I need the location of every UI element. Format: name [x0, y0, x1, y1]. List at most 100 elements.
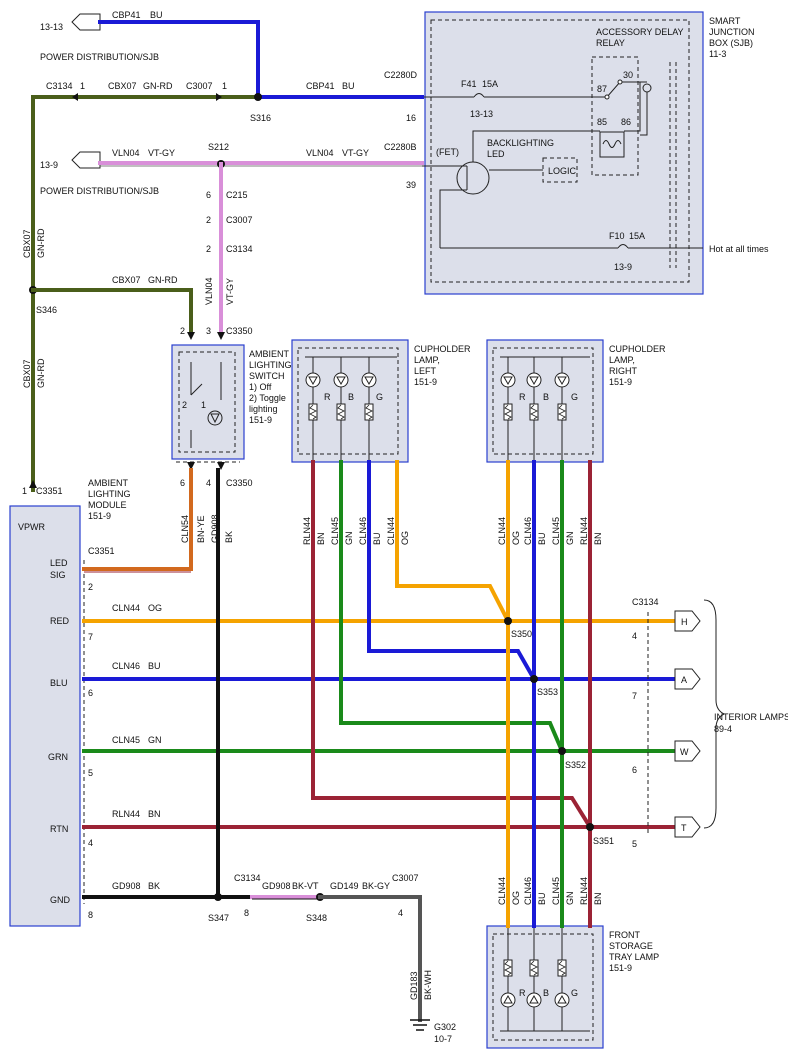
- cup-left-title-2: LAMP,: [414, 355, 440, 365]
- wire-label-cln44-v: CLN44: [497, 877, 507, 905]
- relay-pin-30: 30: [623, 70, 633, 80]
- switch-pos-1: 1: [201, 400, 206, 410]
- wire-color-bk-v: BK: [224, 531, 234, 543]
- power-connector-icon: [71, 151, 101, 169]
- splice-s347-label: S347: [208, 913, 229, 923]
- wire-label-gd908: GD908: [262, 881, 291, 891]
- fuse-f10: F10: [609, 231, 625, 241]
- module-title-3: MODULE: [88, 500, 127, 510]
- cup-left-r: R: [324, 392, 331, 402]
- wire-cln44-left: [395, 460, 511, 624]
- wire-color-gn-v: GN: [565, 892, 575, 906]
- cupholder-left: [291, 339, 409, 463]
- cup-right-title-2: LAMP,: [609, 355, 635, 365]
- pin-2: 2: [180, 326, 185, 336]
- module-title-2: LIGHTING: [88, 489, 131, 499]
- pin-blu: BLU: [50, 678, 68, 688]
- connector-c3134: C3134: [632, 597, 659, 607]
- connector-a: [674, 668, 701, 690]
- pin-6: 6: [632, 765, 637, 775]
- cup-left-g: G: [376, 392, 383, 402]
- cup-right-title: CUPHOLDER: [609, 344, 666, 354]
- pin-3: 3: [206, 326, 211, 336]
- wire-label-cln44-v: CLN44: [386, 517, 396, 545]
- sjb-ref: 11-3: [709, 49, 726, 59]
- pin-grn: GRN: [48, 752, 68, 762]
- pin-6: 6: [206, 190, 211, 200]
- wire-color-bn-v: BN: [316, 532, 326, 545]
- pin-1: 1: [22, 486, 27, 496]
- wire-label-cln46-v: CLN46: [523, 517, 533, 545]
- module-ref: 151-9: [88, 511, 111, 521]
- wire-color-bn-v: BN: [593, 532, 603, 545]
- wire-color-bk: BK: [148, 881, 160, 891]
- pin-4: 4: [206, 478, 211, 488]
- splice-s212-label: S212: [208, 142, 229, 152]
- cupholder-right: [486, 339, 604, 463]
- wire-cln45-left: [339, 460, 565, 754]
- pin-gnd: GND: [50, 895, 71, 905]
- cup-left-ref: 151-9: [414, 377, 437, 387]
- sjb-title: SMART: [709, 16, 741, 26]
- cup-right-r: R: [519, 392, 526, 402]
- connector-c3350: C3350: [226, 478, 253, 488]
- relay-label-2: RELAY: [596, 38, 625, 48]
- backlight-label-2: LED: [487, 149, 505, 159]
- pin-5: 5: [88, 768, 93, 778]
- cup-right-b: B: [543, 392, 549, 402]
- switch-opt-off: 1) Off: [249, 382, 272, 392]
- switch-opt-toggle: 2) Toggle: [249, 393, 286, 403]
- connector-c3351: C3351: [88, 546, 115, 556]
- cup-right-ref: 151-9: [609, 377, 632, 387]
- pin-6: 6: [180, 478, 185, 488]
- wire-color-vtgy: VT-GY: [148, 148, 175, 158]
- wire-rln44-left: [311, 460, 593, 830]
- wire-label-rln44-v: RLN44: [579, 517, 589, 545]
- wire-label-rln44: RLN44: [112, 809, 140, 819]
- fuse-icon: [473, 93, 485, 98]
- wire-label-gd149: GD149: [330, 881, 359, 891]
- resistor-icon: [557, 403, 567, 421]
- pin-led: LED: [50, 558, 68, 568]
- connector-c2280b: C2280B: [384, 142, 417, 152]
- tray-title-2: STORAGE: [609, 941, 653, 951]
- connector-a-label: A: [681, 675, 687, 685]
- wire-cln54: [82, 468, 193, 571]
- wire-label-cbx07: CBX07: [112, 275, 141, 285]
- pin-7: 7: [632, 691, 637, 701]
- connector-c3350: C3350: [226, 326, 253, 336]
- logic-label: LOGIC: [548, 166, 577, 176]
- wire-label-cbp41: CBP41: [112, 10, 141, 20]
- wire-color-gn-v: GN: [344, 532, 354, 546]
- connector-h-label: H: [681, 617, 688, 627]
- wire-label-cbx07-v: CBX07: [22, 359, 32, 388]
- wire-label-gd908: GD908: [112, 881, 141, 891]
- splice-s350-label: S350: [511, 629, 532, 639]
- hot-at-all-times: Hot at all times: [709, 244, 769, 254]
- relay-pin-85: 85: [597, 117, 607, 127]
- pin-4: 4: [632, 631, 637, 641]
- cup-right-g: G: [571, 392, 578, 402]
- resistor-icon: [529, 959, 539, 977]
- tray-r: R: [519, 988, 526, 998]
- fuse-f10-ref: 13-9: [614, 262, 632, 272]
- switch-ref: 151-9: [249, 415, 272, 425]
- wire-color-gnrd-v: GN-RD: [36, 358, 46, 388]
- wire-label-cln54-v: CLN54: [180, 515, 190, 543]
- interior-brace: [703, 599, 726, 829]
- wire-color-bnye-v: BN-YE: [196, 515, 206, 543]
- fuse-f41-rating: 15A: [482, 79, 498, 89]
- switch-pos-2: 2: [182, 400, 187, 410]
- switch-title: AMBIENT: [249, 349, 290, 359]
- splice-s353: [530, 675, 538, 683]
- tray-title-3: TRAY LAMP: [609, 952, 659, 962]
- pin-7: 7: [88, 632, 93, 642]
- pin-1: 1: [222, 81, 227, 91]
- switch-title-3: SWITCH: [249, 371, 285, 381]
- tray-g: G: [571, 988, 578, 998]
- cup-left-title: CUPHOLDER: [414, 344, 471, 354]
- connector-c3007: C3007: [226, 215, 253, 225]
- ground-g302: G302: [434, 1022, 456, 1032]
- sjb-title-2: JUNCTION: [709, 27, 755, 37]
- wire-label-rln44-v: RLN44: [579, 877, 589, 905]
